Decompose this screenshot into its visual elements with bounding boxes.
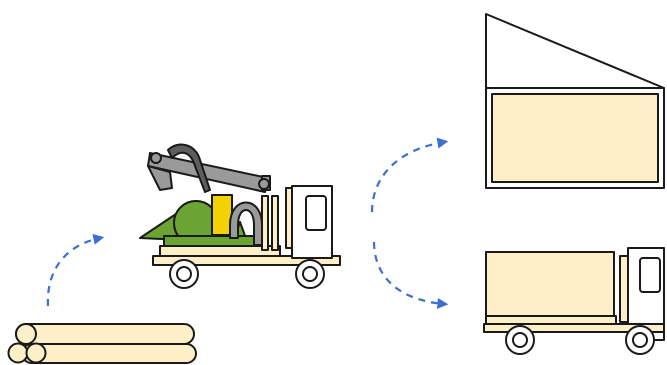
storage-shed-icon [486, 14, 664, 188]
chipper-truck-icon [140, 145, 340, 288]
arrow-chipper-to-truck [374, 242, 444, 304]
flow-arrows [48, 142, 444, 306]
arrow-chipper-to-shed [372, 142, 444, 212]
transport-truck-icon [484, 248, 664, 354]
log-pile-icon [9, 324, 197, 363]
arrow-logs-to-chipper [48, 238, 100, 306]
